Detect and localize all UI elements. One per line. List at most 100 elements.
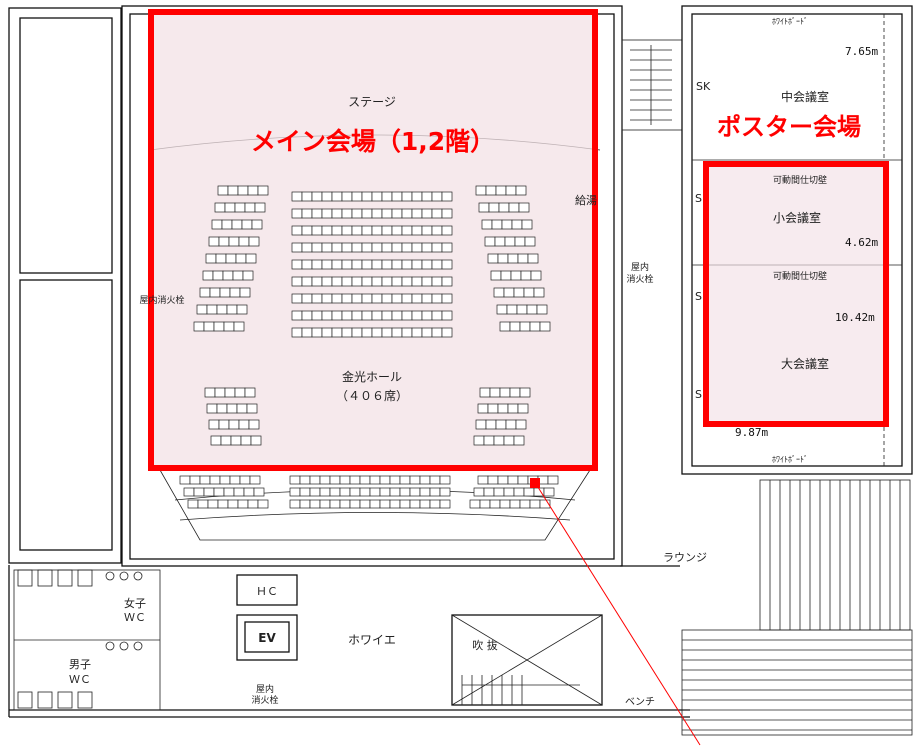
- seat: [244, 202, 256, 213]
- seat: [469, 499, 481, 509]
- seat: [409, 475, 421, 485]
- seat: [209, 475, 221, 485]
- seat: [401, 191, 413, 202]
- seat: [351, 225, 363, 236]
- seat: [214, 202, 226, 213]
- seat: [496, 304, 508, 315]
- seat: [519, 499, 531, 509]
- seat: [351, 327, 363, 338]
- seat: [369, 475, 381, 485]
- seat: [441, 191, 453, 202]
- hc-label: ＨＣ: [256, 585, 278, 598]
- seat: [339, 475, 351, 485]
- seat: [301, 327, 313, 338]
- seat: [506, 304, 518, 315]
- seat: [193, 321, 205, 332]
- seat: [483, 487, 495, 497]
- seat: [526, 304, 538, 315]
- seat: [543, 487, 555, 497]
- seat: [429, 487, 441, 497]
- main-venue-label: メイン会場（1,2階）: [251, 127, 495, 156]
- seat: [511, 219, 523, 230]
- seat: [429, 475, 441, 485]
- seat: [499, 387, 511, 398]
- seat: [504, 236, 516, 247]
- seat: [481, 219, 493, 230]
- seat: [533, 287, 545, 298]
- whiteboard-top-label: ﾎﾜｲﾄﾎﾞｰﾄﾞ: [772, 17, 808, 26]
- seat: [220, 435, 232, 446]
- seat: [301, 293, 313, 304]
- seat: [234, 387, 246, 398]
- seat: [503, 487, 515, 497]
- seat: [321, 327, 333, 338]
- mens-wc-label-2: ＷＣ: [69, 673, 91, 686]
- seat: [241, 219, 253, 230]
- seat: [507, 253, 519, 264]
- seat: [225, 253, 237, 264]
- sk-label-2: S: [695, 192, 702, 205]
- seat: [341, 191, 353, 202]
- seat: [475, 185, 487, 196]
- seat: [248, 236, 260, 247]
- seat: [441, 310, 453, 321]
- hydrant-label-1a: 屋内: [631, 261, 649, 273]
- seat: [485, 185, 497, 196]
- seat: [515, 419, 527, 430]
- seat: [391, 208, 403, 219]
- seat: [227, 185, 239, 196]
- seat: [391, 276, 403, 287]
- seat: [233, 487, 245, 497]
- seat: [401, 327, 413, 338]
- seat: [331, 208, 343, 219]
- seat: [475, 419, 487, 430]
- seat: [513, 487, 525, 497]
- seat: [529, 321, 541, 332]
- womens-wc-label-1: 女子: [124, 596, 146, 610]
- seat: [331, 293, 343, 304]
- seat: [523, 287, 535, 298]
- seat: [291, 327, 303, 338]
- seat: [319, 499, 331, 509]
- seat: [431, 327, 443, 338]
- seat: [239, 475, 251, 485]
- seat: [401, 293, 413, 304]
- seat: [361, 293, 373, 304]
- seat: [505, 419, 517, 430]
- seat: [487, 475, 499, 485]
- seat: [409, 487, 421, 497]
- seat: [399, 487, 411, 497]
- seat: [349, 475, 361, 485]
- seat: [289, 499, 301, 509]
- seat: [369, 487, 381, 497]
- seat: [236, 304, 248, 315]
- seat: [439, 499, 451, 509]
- seat: [349, 499, 361, 509]
- seat-rows: [179, 185, 559, 509]
- seat: [329, 475, 341, 485]
- seat: [331, 310, 343, 321]
- seat: [291, 191, 303, 202]
- seat: [399, 499, 411, 509]
- seat: [243, 487, 255, 497]
- seat: [210, 435, 222, 446]
- seat: [391, 242, 403, 253]
- seat: [229, 475, 241, 485]
- seat: [209, 287, 221, 298]
- seat: [250, 435, 262, 446]
- seat: [257, 185, 269, 196]
- seat: [309, 487, 321, 497]
- atrium-label: 吹 抜: [472, 638, 498, 652]
- seat: [514, 236, 526, 247]
- seat: [202, 270, 214, 281]
- seat: [487, 253, 499, 264]
- seat: [246, 403, 258, 414]
- seat: [479, 499, 491, 509]
- seat: [441, 293, 453, 304]
- seat: [515, 185, 527, 196]
- seat: [321, 208, 333, 219]
- seat: [218, 236, 230, 247]
- seat: [242, 270, 254, 281]
- seat: [219, 287, 231, 298]
